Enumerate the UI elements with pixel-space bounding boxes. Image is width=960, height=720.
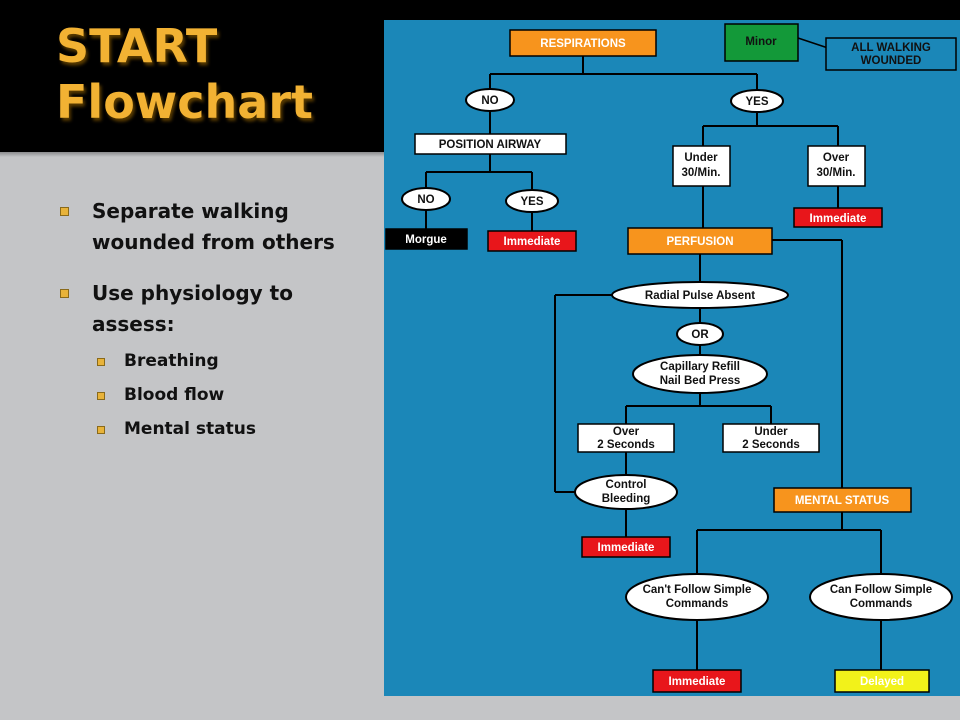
under-2s-line-1: Under (754, 426, 788, 438)
bullet-square-icon (60, 207, 69, 216)
position-airway-label: POSITION AIRWAY (439, 139, 542, 151)
can-follow-line-2: Commands (850, 598, 913, 610)
immediate-airway-label: Immediate (504, 236, 561, 248)
bullet-item: Use physiology to assess: Breathing Bloo… (60, 278, 370, 446)
immediate-over30-label: Immediate (810, 213, 867, 225)
immediate-over30-box: Immediate (793, 207, 883, 228)
or-ellipse: OR (676, 322, 724, 346)
sub-bullet-text: Breathing (124, 351, 219, 371)
title-bar-shadow (0, 152, 384, 157)
respirations-box: RESPIRATIONS (509, 29, 657, 57)
capillary-refill-line-1: Capillary Refill (660, 361, 740, 373)
minor-label: Minor (745, 36, 777, 48)
slide-title-line-2: Flowchart (56, 75, 314, 129)
bullet-square-icon (97, 426, 105, 434)
under-30-box: Under 30/Min. (672, 145, 731, 187)
delayed-box: Delayed (834, 669, 930, 693)
bullet-text: Use physiology to assess: (92, 281, 293, 336)
airway-no-ellipse: NO (401, 187, 451, 211)
immediate-airway-box: Immediate (487, 230, 577, 252)
minor-callout-line (797, 37, 829, 49)
over-2-seconds-box: Over 2 Seconds (577, 423, 675, 453)
immediate-mental-label: Immediate (669, 676, 726, 688)
bullet-square-icon (60, 289, 69, 298)
cant-follow-line-2: Commands (666, 598, 729, 610)
airway-yes-label: YES (520, 196, 543, 208)
slide-title-line-1: START (56, 19, 218, 73)
bullet-square-icon (97, 358, 105, 366)
connector-lines (425, 56, 882, 670)
mental-status-box: MENTAL STATUS (773, 487, 912, 513)
control-bleeding-ellipse: Control Bleeding (574, 474, 678, 510)
or-label: OR (691, 329, 709, 341)
sub-bullet-item: Breathing (92, 344, 370, 378)
control-bleeding-line-1: Control (606, 479, 647, 491)
delayed-label: Delayed (860, 676, 904, 688)
all-walking-line-1: ALL WALKING (851, 42, 931, 54)
control-bleeding-line-2: Bleeding (602, 493, 651, 505)
can-follow-ellipse: Can Follow Simple Commands (809, 573, 953, 621)
capillary-refill-line-2: Nail Bed Press (660, 375, 741, 387)
respirations-label: RESPIRATIONS (540, 38, 626, 50)
morgue-label: Morgue (405, 234, 447, 246)
sub-bullet-text: Mental status (124, 419, 256, 439)
airway-no-label: NO (417, 194, 434, 206)
yes-label: YES (745, 96, 768, 108)
under-2-seconds-box: Under 2 Seconds (722, 423, 820, 453)
over-2s-line-1: Over (613, 426, 640, 438)
immediate-bleeding-label: Immediate (598, 542, 655, 554)
bullet-square-icon (97, 392, 105, 400)
slide-title: START Flowchart (56, 18, 313, 130)
over-30-line-1: Over (823, 152, 850, 164)
can-follow-line-1: Can Follow Simple (830, 584, 932, 596)
no-label: NO (481, 95, 498, 107)
airway-yes-ellipse: YES (505, 189, 559, 213)
under-2s-line-2: 2 Seconds (742, 439, 800, 451)
cant-follow-line-1: Can't Follow Simple (643, 584, 752, 596)
all-walking-wounded-callout: ALL WALKING WOUNDED (825, 37, 957, 71)
cant-follow-ellipse: Can't Follow Simple Commands (625, 573, 769, 621)
all-walking-line-2: WOUNDED (861, 55, 922, 67)
bullet-item: Separate walking wounded from others (60, 196, 370, 258)
position-airway-box: POSITION AIRWAY (414, 133, 567, 155)
start-flowchart: RESPIRATIONS Minor ALL WALKING WOUNDED N… (384, 20, 960, 696)
radial-pulse-ellipse: Radial Pulse Absent (611, 281, 789, 309)
sub-bullet-list: Breathing Blood flow Mental status (92, 344, 370, 446)
yes-ellipse: YES (730, 89, 784, 113)
radial-pulse-label: Radial Pulse Absent (645, 290, 755, 302)
under-30-line-2: 30/Min. (682, 167, 721, 179)
perfusion-box: PERFUSION (627, 227, 773, 255)
morgue-box: Morgue (385, 228, 468, 250)
bullet-list: Separate walking wounded from others Use… (60, 196, 370, 446)
minor-box: Minor (724, 23, 799, 62)
over-30-box: Over 30/Min. (807, 145, 866, 187)
sub-bullet-text: Blood flow (124, 385, 225, 405)
sub-bullet-item: Mental status (92, 412, 370, 446)
under-30-line-1: Under (684, 152, 718, 164)
immediate-bleeding-box: Immediate (581, 536, 671, 558)
no-ellipse: NO (465, 88, 515, 112)
over-2s-line-2: 2 Seconds (597, 439, 655, 451)
over-30-line-2: 30/Min. (817, 167, 856, 179)
immediate-mental-box: Immediate (652, 669, 742, 693)
perfusion-label: PERFUSION (666, 236, 733, 248)
capillary-refill-ellipse: Capillary Refill Nail Bed Press (632, 354, 768, 394)
sub-bullet-item: Blood flow (92, 378, 370, 412)
bullet-text: Separate walking wounded from others (92, 199, 335, 254)
mental-status-label: MENTAL STATUS (795, 495, 890, 507)
